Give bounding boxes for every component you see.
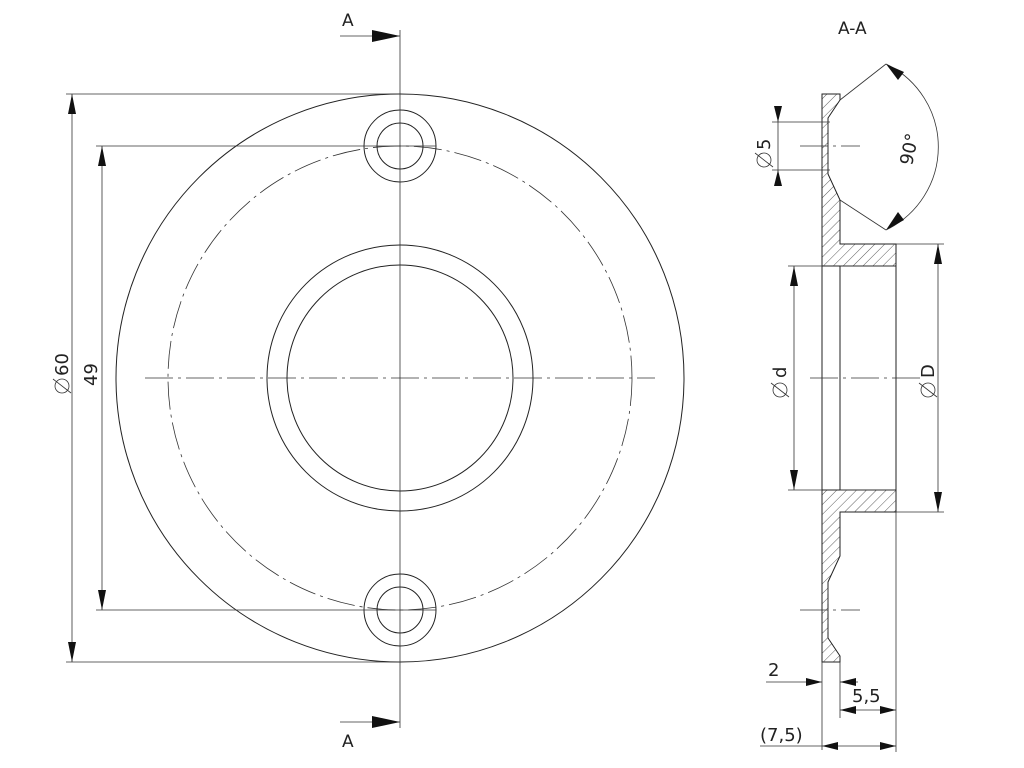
dim-hole-diameter: 5 (754, 106, 830, 186)
front-view: A A 60 49 (52, 11, 685, 752)
dim-outer-diameter: 60 (52, 93, 400, 663)
dim-hole-diameter-label: 5 (754, 139, 775, 150)
plate-section-lower (821, 489, 897, 663)
dim-bolt-circle-label: 49 (81, 363, 102, 386)
dim-outer-diameter-label: 60 (52, 353, 73, 376)
dim-total-length-label: (7,5) (760, 725, 803, 746)
dim-plate-thickness-label: 2 (768, 660, 779, 681)
dim-bolt-circle: 49 (81, 145, 436, 611)
section-label-top: A (342, 11, 354, 31)
dim-inner-diameter-label: d (770, 367, 791, 378)
dim-total-length: (7,5) (760, 725, 896, 750)
plate-section-upper (821, 93, 897, 267)
dim-outer-collar-diameter-label: D (918, 364, 939, 378)
dim-countersink-angle: 90° (839, 63, 939, 231)
dim-outer-collar-diameter: D (896, 243, 944, 513)
dim-collar-length-label: 5,5 (852, 686, 881, 707)
dim-collar-length: 5,5 (840, 512, 897, 752)
dim-inner-diameter: d (770, 265, 822, 491)
section-view: A-A 5 (754, 19, 944, 752)
section-label-bottom: A (342, 732, 354, 752)
section-title: A-A (838, 19, 867, 39)
section-marker-bottom: A (340, 716, 400, 752)
dim-plate-thickness: 2 (766, 660, 858, 750)
dim-countersink-angle-label: 90° (896, 131, 923, 167)
section-marker-top: A (340, 11, 400, 42)
